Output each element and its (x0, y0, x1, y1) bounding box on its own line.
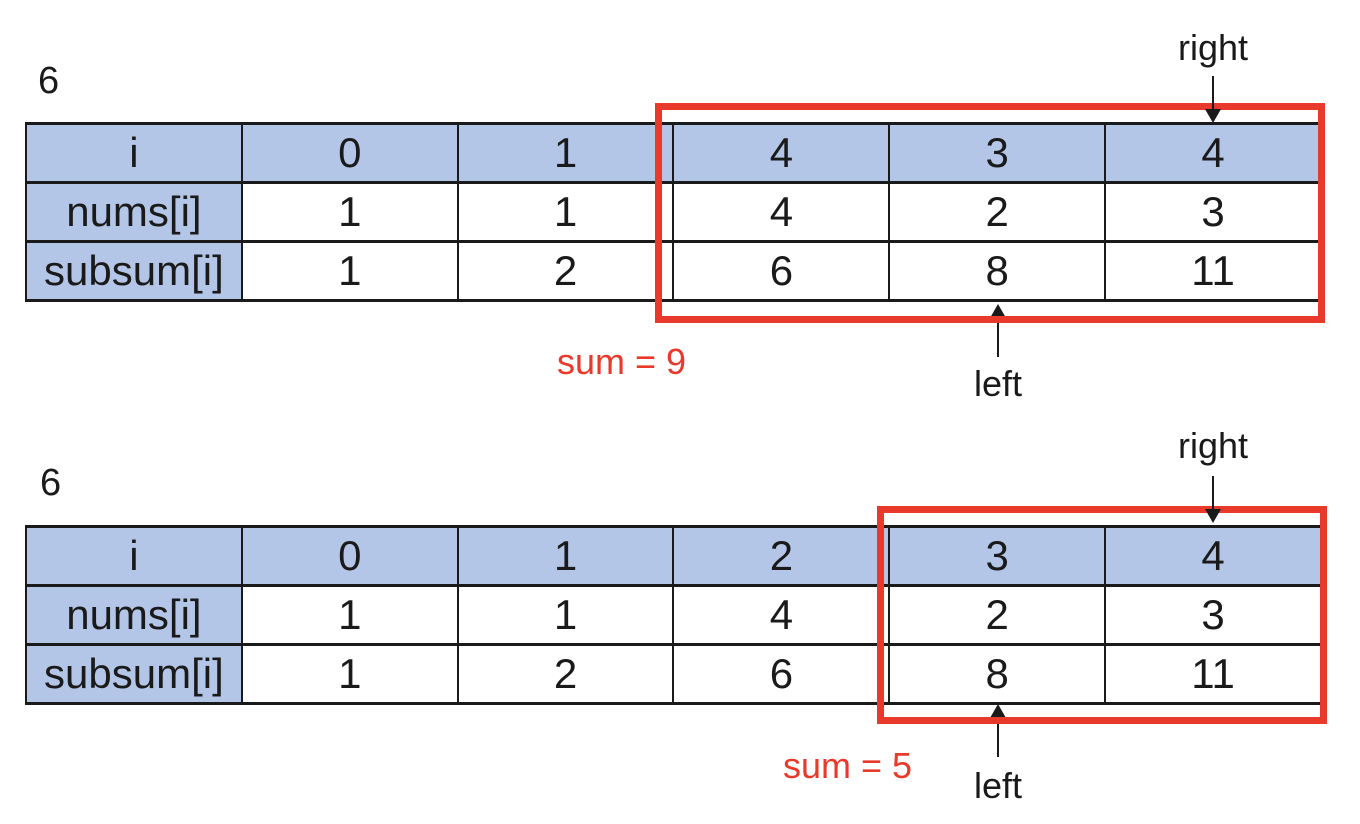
table-row: subsum[i] 1 2 6 8 11 (25, 240, 1322, 302)
capacity-label-1: 6 (38, 60, 60, 102)
table-cell: 8 (888, 643, 1107, 705)
window-highlight-box-2 (877, 506, 1327, 724)
sum-label-1: sum = 9 (557, 341, 687, 382)
right-pointer-label-2: right (1177, 425, 1249, 466)
table-cell: 3 (1104, 584, 1322, 646)
table-cell: 0 (240, 122, 459, 184)
table-cell: 3 (888, 122, 1107, 184)
table-cell: 0 (240, 525, 459, 587)
table-row: subsum[i] 1 2 6 8 11 (25, 643, 1322, 705)
right-arrow-line-2 (1212, 476, 1214, 510)
table-row: i 0 1 4 3 4 (25, 122, 1322, 184)
table-row: nums[i] 1 1 4 2 3 (25, 181, 1322, 243)
table-cell: 4 (672, 122, 891, 184)
sum-label-2: sum = 5 (783, 745, 913, 786)
right-arrow-head-icon (1205, 109, 1221, 123)
right-pointer-label-1: right (1177, 27, 1249, 68)
right-arrow-line-1 (1212, 76, 1214, 110)
table-cell: 1 (456, 122, 675, 184)
dp-table-1: i 0 1 4 3 4 nums[i] 1 1 4 2 3 subsum[i] … (25, 122, 1322, 302)
table-cell: 1 (456, 525, 675, 587)
row-header-subsum: subsum[i] (25, 643, 243, 705)
table-cell: 1 (240, 584, 459, 646)
table-cell: 1 (456, 584, 675, 646)
table-cell: 1 (456, 181, 675, 243)
table-cell: 1 (240, 181, 459, 243)
table-cell: 6 (672, 240, 891, 302)
capacity-label-2: 6 (40, 462, 62, 504)
table-cell: 2 (888, 584, 1107, 646)
table-cell: 6 (672, 643, 891, 705)
table-row: nums[i] 1 1 4 2 3 (25, 584, 1322, 646)
table-cell: 3 (888, 525, 1107, 587)
left-arrow-head-icon (990, 704, 1006, 718)
row-header-subsum: subsum[i] (25, 240, 243, 302)
left-pointer-label-1: left (973, 363, 1023, 404)
table-cell: 1 (240, 240, 459, 302)
window-highlight-box-1 (655, 103, 1325, 323)
table-cell: 4 (1104, 122, 1322, 184)
left-arrow-head-icon (990, 304, 1006, 318)
table-cell: 11 (1104, 240, 1322, 302)
table-cell: 3 (1104, 181, 1322, 243)
left-arrow-line-1 (997, 316, 999, 357)
right-arrow-head-icon (1205, 509, 1221, 523)
table-cell: 2 (456, 643, 675, 705)
table-cell: 4 (672, 181, 891, 243)
row-header-i: i (25, 525, 243, 587)
left-arrow-line-2 (997, 716, 999, 757)
left-pointer-label-2: left (973, 765, 1023, 806)
table-cell: 8 (888, 240, 1107, 302)
dp-table-2: i 0 1 2 3 4 nums[i] 1 1 4 2 3 subsum[i] … (25, 525, 1322, 705)
table-row: i 0 1 2 3 4 (25, 525, 1322, 587)
table-cell: 2 (672, 525, 891, 587)
row-header-i: i (25, 122, 243, 184)
row-header-nums: nums[i] (25, 181, 243, 243)
table-cell: 1 (240, 643, 459, 705)
table-cell: 2 (888, 181, 1107, 243)
table-cell: 4 (672, 584, 891, 646)
table-cell: 4 (1104, 525, 1322, 587)
table-cell: 11 (1104, 643, 1322, 705)
table-cell: 2 (456, 240, 675, 302)
row-header-nums: nums[i] (25, 584, 243, 646)
